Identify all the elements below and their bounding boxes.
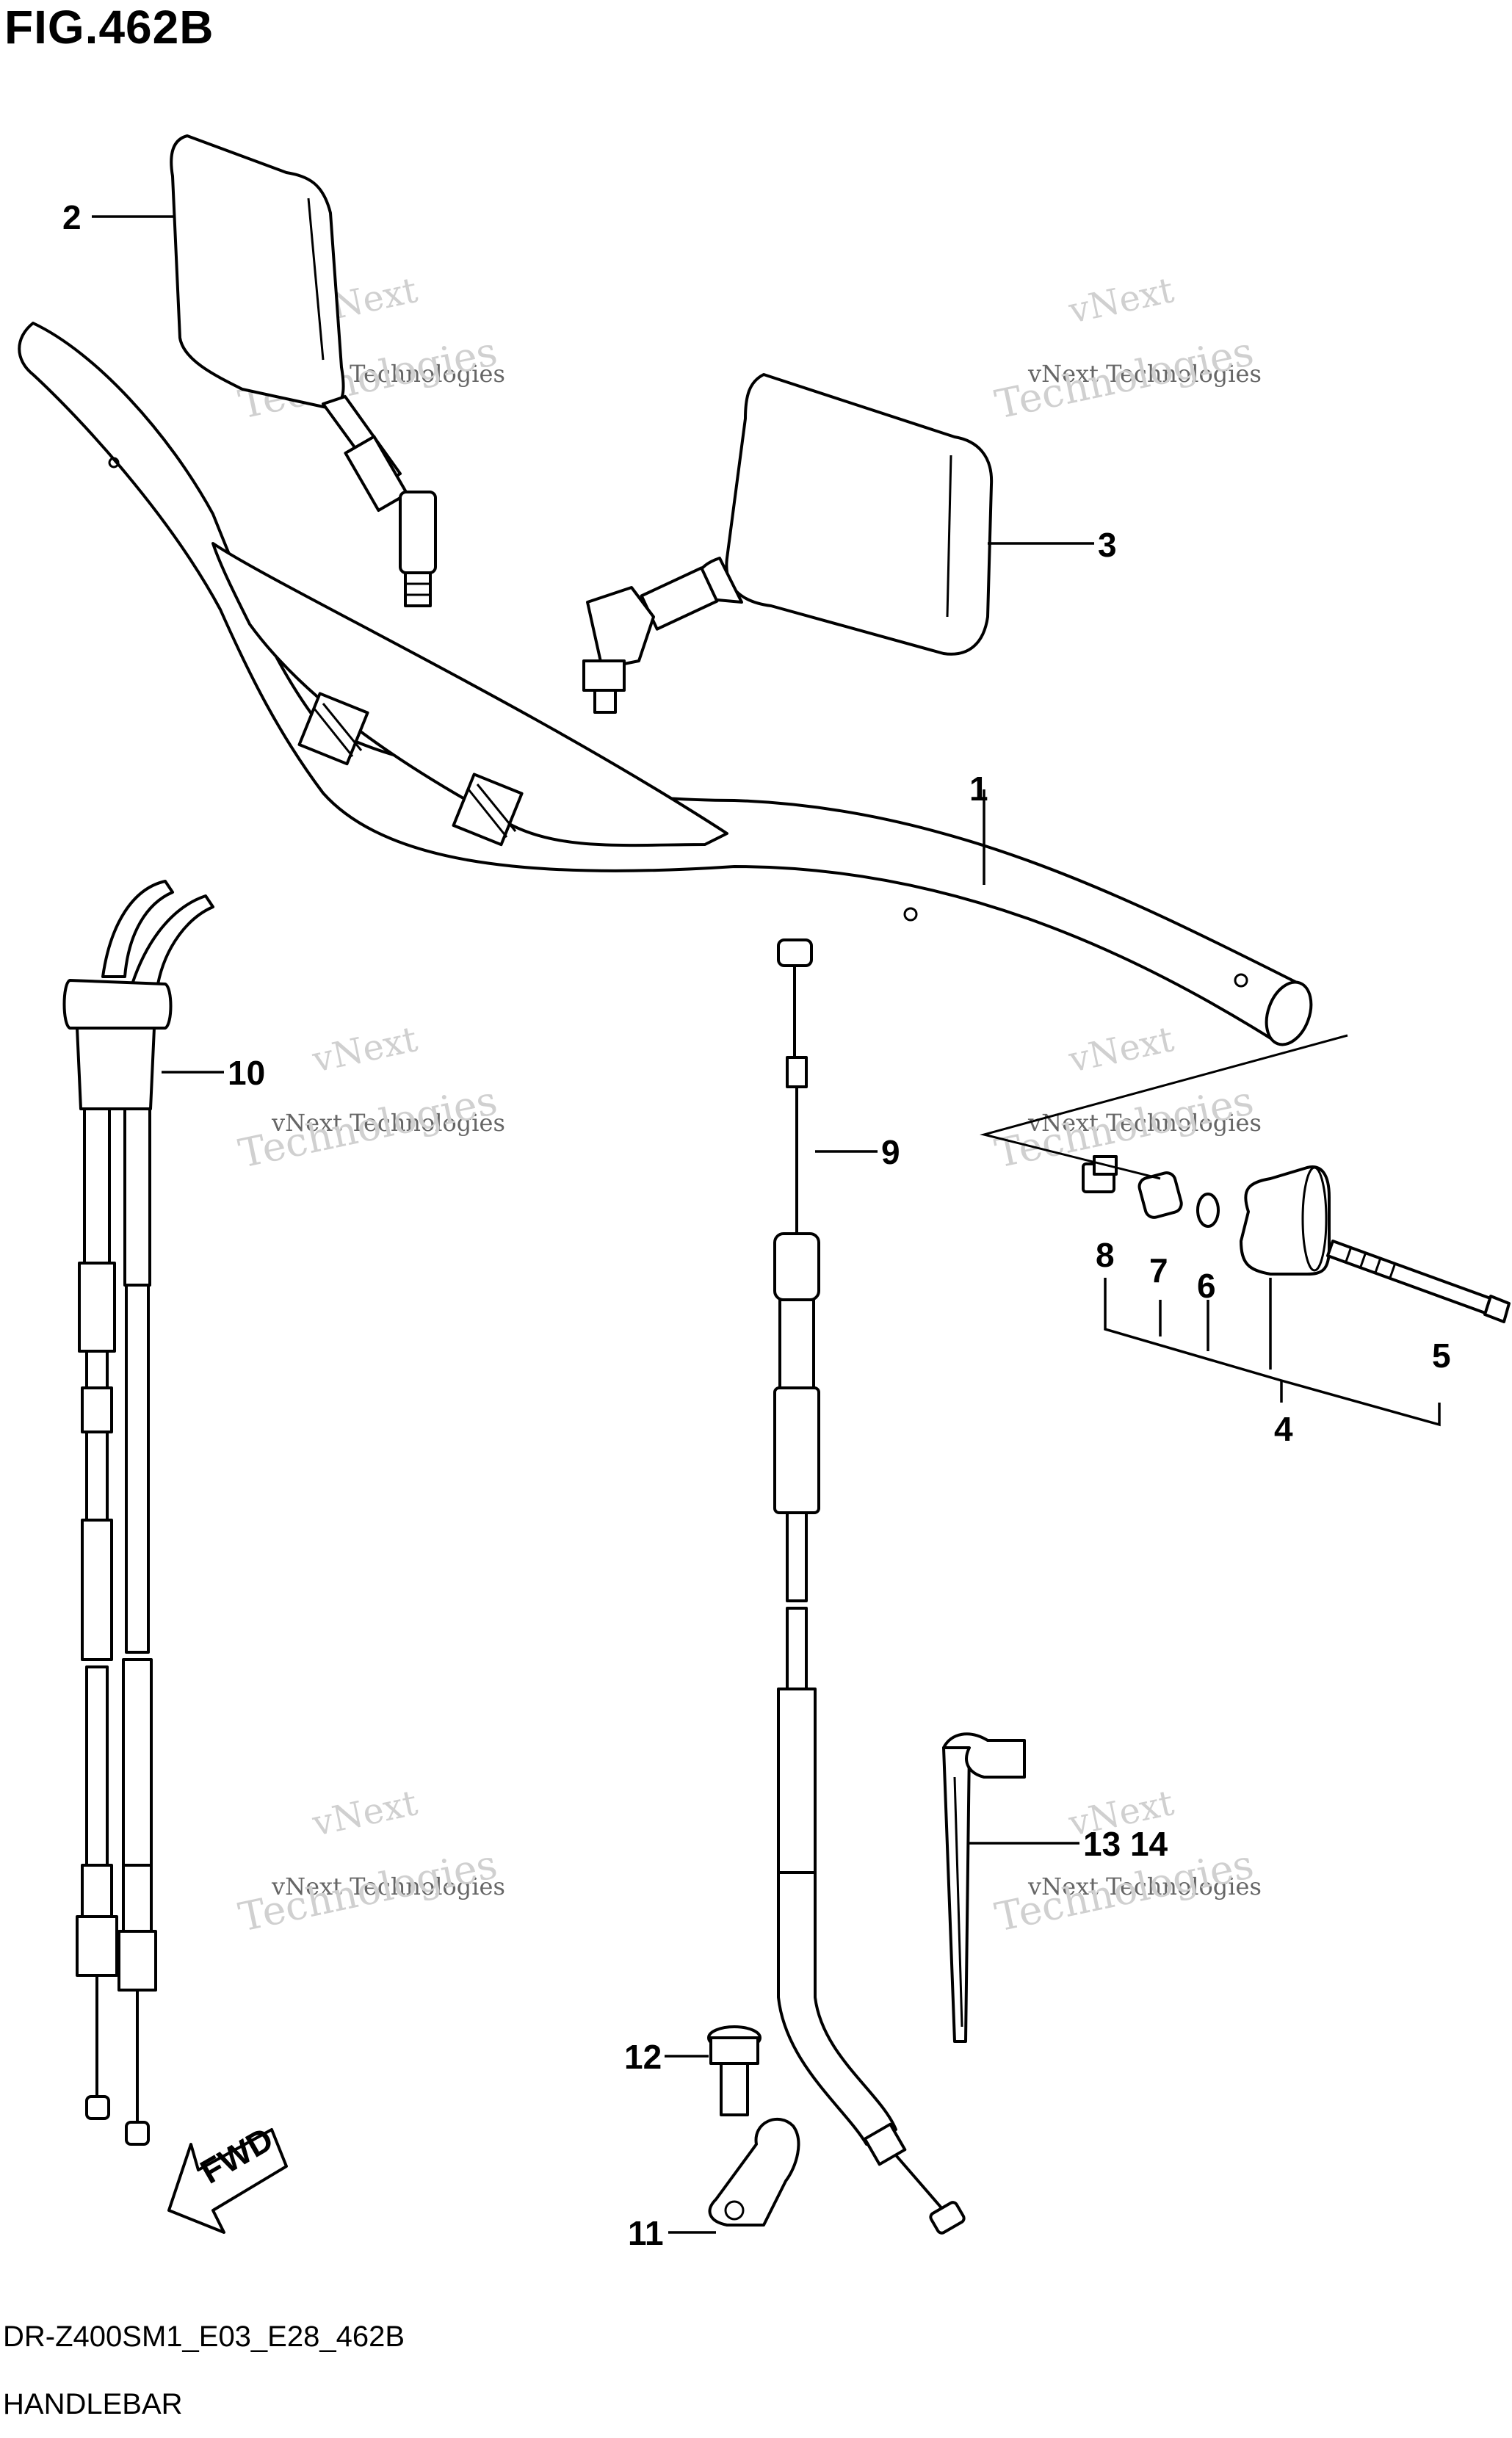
watermark: vNext vNext Technologies Technologies <box>991 270 1262 428</box>
cable-tie-part[interactable] <box>942 1732 1026 2043</box>
watermark-line3: Technologies <box>235 1077 502 1177</box>
callout-5: 5 <box>1432 1336 1451 1375</box>
callout-6: 6 <box>1197 1267 1216 1305</box>
callout-3: 3 <box>1098 526 1117 564</box>
callouts: 1 2 3 4 5 6 7 8 9 10 11 12 13 14 <box>62 198 1451 2252</box>
watermark: vNext vNext Technologies Technologies <box>235 1019 505 1177</box>
balancer-screw-part[interactable] <box>1326 1240 1511 1323</box>
fwd-arrow: FWD <box>167 2119 288 2234</box>
right-mirror-part[interactable] <box>582 373 994 714</box>
watermark-line2: vNext Technologies <box>271 1873 505 1900</box>
watermark-line2: vNext Technologies <box>1027 1109 1262 1137</box>
callout-13-14: 13 14 <box>1083 1825 1168 1863</box>
leader-lines <box>92 215 1094 2234</box>
model-code: DR-Z400SM1_E03_E28_462B <box>3 2321 405 2353</box>
bolt-part[interactable] <box>707 2025 762 2116</box>
watermark-line1: vNext <box>1065 1019 1177 1081</box>
watermark-line3: Technologies <box>991 328 1258 428</box>
balancer-nut-part[interactable] <box>1082 1155 1118 1193</box>
callout-2: 2 <box>62 198 82 236</box>
balancer-spacer-part[interactable] <box>1137 1171 1184 1219</box>
watermark-line1: vNext <box>308 1019 421 1081</box>
callout-4: 4 <box>1274 1410 1293 1448</box>
handlebar-part[interactable] <box>18 322 1319 1051</box>
watermark: vNext vNext Technologies Technologies <box>235 1782 505 1941</box>
watermark-line2: vNext Technologies <box>1027 1873 1262 1900</box>
section-name: HANDLEBAR <box>3 2388 183 2420</box>
watermark-line1: vNext <box>308 1782 421 1845</box>
callout-10: 10 <box>228 1054 265 1092</box>
callout-8: 8 <box>1096 1236 1115 1274</box>
watermark-line2: vNext Technologies <box>271 1109 505 1137</box>
watermark: vNext vNext Technologies Technologies <box>991 1019 1262 1177</box>
balancer-assembly[interactable] <box>980 1034 1511 1427</box>
watermark-line1: vNext <box>1065 270 1177 332</box>
callout-9: 9 <box>881 1133 900 1171</box>
callout-12: 12 <box>624 2038 662 2076</box>
watermark-line3: Technologies <box>235 1841 502 1941</box>
clutch-cable-part[interactable] <box>773 938 966 2235</box>
balancer-weight-part[interactable] <box>1240 1165 1331 1276</box>
callout-1: 1 <box>969 770 988 808</box>
watermark-line2: vNext Technologies <box>1027 360 1262 388</box>
callout-11: 11 <box>628 2214 664 2252</box>
figure-title: FIG.462B <box>4 1 214 54</box>
watermark-line3: Technologies <box>991 1077 1258 1177</box>
left-mirror-part[interactable] <box>170 134 437 607</box>
throttle-cables-part[interactable] <box>62 880 214 2146</box>
balancer-washer-part[interactable] <box>1196 1193 1220 1228</box>
callout-7: 7 <box>1149 1251 1168 1289</box>
cable-clamp-part[interactable] <box>708 2117 800 2227</box>
